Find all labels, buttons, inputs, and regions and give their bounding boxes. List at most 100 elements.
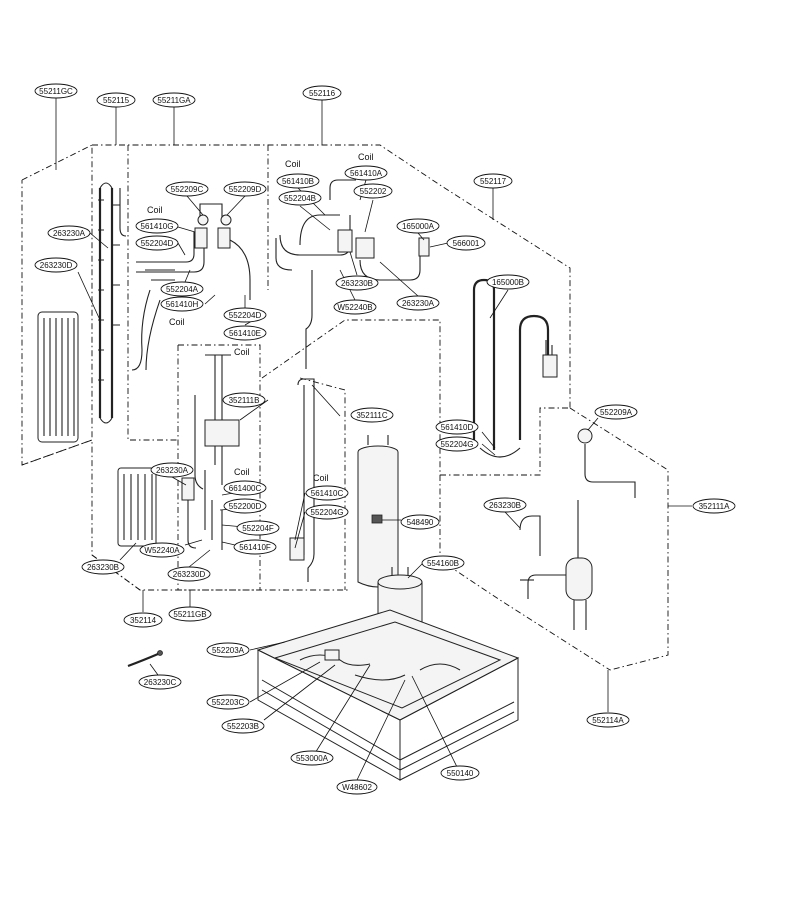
- part-label-554160B: 554160B: [421, 555, 465, 571]
- part-label-561410G: 561410G: [135, 218, 179, 234]
- coil-text: Coil: [313, 473, 329, 483]
- part-label-W52240A: W52240A: [139, 542, 185, 558]
- svg-text:552204F: 552204F: [242, 524, 274, 533]
- svg-text:550140: 550140: [447, 769, 474, 778]
- part-label-552115: 552115: [96, 92, 136, 108]
- svg-text:548490: 548490: [407, 518, 434, 527]
- svg-text:553000A: 553000A: [296, 754, 329, 763]
- pipe-assemblies: [131, 179, 636, 630]
- part-label-553000A: 553000A: [290, 750, 334, 766]
- part-label-552203B: 552203B: [221, 718, 265, 734]
- part-label-561410H: 561410H: [160, 296, 204, 312]
- svg-text:55211GB: 55211GB: [173, 610, 206, 619]
- svg-text:352114: 352114: [130, 616, 157, 625]
- coil-text: Coil: [234, 347, 250, 357]
- part-label-552209A: 552209A: [594, 404, 638, 420]
- part-label-552203C: 552203C: [206, 694, 250, 710]
- part-label-561410A: 561410A: [344, 165, 388, 181]
- part-label-561410F: 561410F: [233, 539, 277, 555]
- part-label-263230A: 263230A: [47, 225, 91, 241]
- part-label-552117: 552117: [473, 173, 513, 189]
- part-label-552204G: 552204G: [305, 504, 349, 520]
- svg-text:561410H: 561410H: [166, 300, 199, 309]
- assembly-boundaries: [21, 144, 669, 671]
- svg-text:55211GC: 55211GC: [39, 87, 73, 96]
- part-label-263230A: 263230A: [396, 295, 440, 311]
- coil-text: Coil: [169, 317, 185, 327]
- svg-text:352111B: 352111B: [229, 396, 260, 405]
- part-label-552204B: 552204B: [278, 190, 322, 206]
- part-label-661400C: 661400C: [223, 480, 267, 496]
- part-label-263230D: 263230D: [34, 257, 78, 273]
- part-label-552114A: 552114A: [586, 712, 630, 728]
- left-condenser-assembly: [37, 182, 157, 547]
- svg-text:552114A: 552114A: [592, 716, 624, 725]
- svg-text:W52240A: W52240A: [144, 546, 180, 555]
- part-label-552204A: 552204A: [160, 281, 204, 297]
- svg-text:165000B: 165000B: [492, 278, 524, 287]
- svg-text:W52240B: W52240B: [337, 303, 372, 312]
- svg-text:552204B: 552204B: [284, 194, 316, 203]
- part-label-263230B: 263230B: [81, 559, 125, 575]
- svg-text:561410B: 561410B: [282, 177, 314, 186]
- svg-text:552200D: 552200D: [229, 502, 262, 511]
- svg-text:263230C: 263230C: [144, 678, 177, 687]
- svg-text:352111A: 352111A: [699, 502, 731, 511]
- svg-text:352111C: 352111C: [356, 411, 388, 420]
- part-label-561410E: 561410E: [223, 325, 267, 341]
- part-label-561410B: 561410B: [276, 173, 320, 189]
- svg-text:263230B: 263230B: [87, 563, 119, 572]
- svg-text:661400C: 661400C: [229, 484, 262, 493]
- part-label-566001: 566001: [446, 235, 486, 251]
- svg-text:552204D: 552204D: [229, 311, 262, 320]
- svg-text:263230A: 263230A: [156, 466, 189, 475]
- svg-text:552116: 552116: [309, 89, 336, 98]
- svg-text:552115: 552115: [103, 96, 130, 105]
- svg-text:552204A: 552204A: [166, 285, 199, 294]
- part-label-263230B: 263230B: [483, 497, 527, 513]
- coil-text: Coil: [234, 467, 250, 477]
- part-label-352114: 352114: [123, 612, 163, 628]
- part-label-W52240B: W52240B: [333, 299, 377, 315]
- part-label-55211GA: 55211GA: [152, 92, 196, 108]
- part-label-352111C: 352111C: [350, 407, 394, 423]
- part-label-263230C: 263230C: [138, 674, 182, 690]
- svg-text:55211GA: 55211GA: [157, 96, 191, 105]
- svg-text:263230A: 263230A: [402, 299, 435, 308]
- svg-text:263230A: 263230A: [53, 229, 86, 238]
- svg-text:552209C: 552209C: [171, 185, 204, 194]
- svg-text:552204G: 552204G: [441, 440, 474, 449]
- part-label-W48602: W48602: [336, 779, 378, 795]
- part-label-552200D: 552200D: [223, 498, 267, 514]
- part-label-552204D: 552204D: [223, 307, 267, 323]
- svg-text:W48602: W48602: [342, 783, 372, 792]
- part-label-552209C: 552209C: [165, 181, 209, 197]
- svg-text:552203A: 552203A: [212, 646, 245, 655]
- part-label-548490: 548490: [400, 514, 440, 530]
- part-label-550140: 550140: [440, 765, 480, 781]
- part-label-263230D: 263230D: [167, 566, 211, 582]
- svg-text:552203C: 552203C: [212, 698, 245, 707]
- svg-text:552202: 552202: [360, 187, 387, 196]
- svg-text:561410C: 561410C: [311, 489, 344, 498]
- svg-text:552117: 552117: [480, 177, 507, 186]
- svg-text:561410F: 561410F: [239, 543, 271, 552]
- receiver-tank: [357, 435, 399, 588]
- part-label-165000A: 165000A: [396, 218, 440, 234]
- svg-text:552204D: 552204D: [141, 239, 174, 248]
- svg-text:263230B: 263230B: [341, 279, 373, 288]
- part-label-55211GB: 55211GB: [168, 606, 212, 622]
- part-label-352111B: 352111B: [222, 392, 266, 408]
- part-label-263230A: 263230A: [150, 462, 194, 478]
- part-label-552203A: 552203A: [206, 642, 250, 658]
- coil-text: Coil: [147, 205, 163, 215]
- base-pan: [256, 609, 520, 781]
- part-label-55211GC: 55211GC: [34, 83, 78, 99]
- part-label-552202: 552202: [353, 183, 393, 199]
- part-label-552204G: 552204G: [435, 436, 479, 452]
- svg-text:552204G: 552204G: [311, 508, 344, 517]
- part-label-561410C: 561410C: [305, 485, 349, 501]
- part-label-552116: 552116: [302, 85, 342, 101]
- svg-text:561410A: 561410A: [350, 169, 383, 178]
